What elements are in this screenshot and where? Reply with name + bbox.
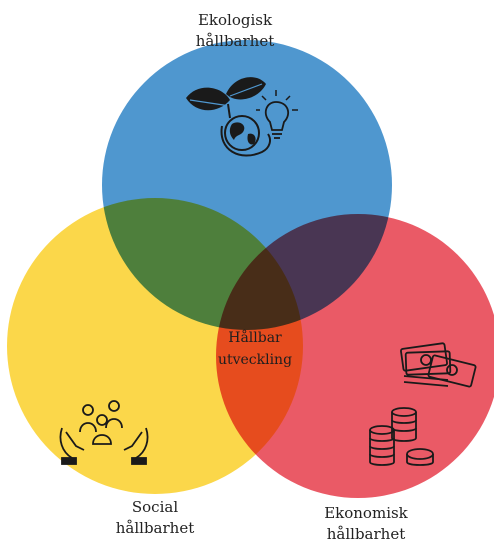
social-circle: [7, 198, 303, 494]
social-label: Social hållbarhet: [100, 497, 210, 539]
money-coins-icon: [369, 342, 477, 466]
ecological-label-line1: Ekologisk: [197, 11, 273, 29]
ecological-label: Ekologisk hållbarhet: [180, 10, 290, 52]
center-label-line1: Hållbar: [228, 330, 282, 346]
hands-people-icon: [59, 400, 149, 465]
economic-label: Ekonomisk hållbarhet: [306, 503, 426, 545]
eco-globe-lightbulb-icon: [186, 77, 298, 157]
center-label: Hållbar utveckling: [205, 327, 305, 371]
economic-label-line2: hållbarhet: [326, 525, 406, 543]
economic-label-line1: Ekonomisk: [324, 504, 408, 522]
economic-circle: [216, 214, 494, 498]
ecological-label-line2: hållbarhet: [195, 32, 275, 50]
social-label-line1: Social: [131, 498, 179, 516]
social-label-line2: hållbarhet: [115, 519, 195, 537]
center-label-line2: utveckling: [217, 352, 293, 368]
